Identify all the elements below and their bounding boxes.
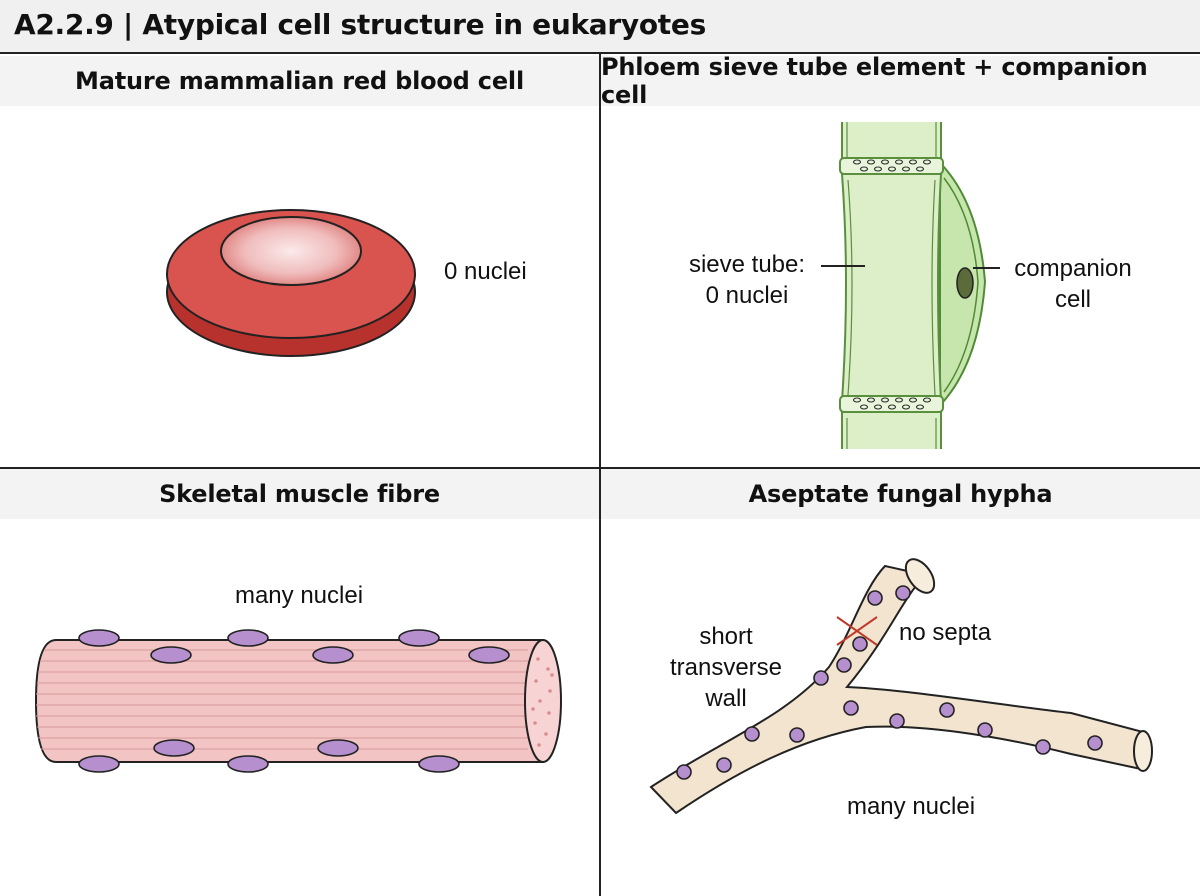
red-blood-cell: [166, 209, 416, 357]
phloem-illustration: [821, 122, 1000, 449]
hypha-nuclei-label: many nuclei: [846, 793, 976, 820]
hypha-illustration: [649, 558, 1153, 815]
companion-cell-label: companion cell: [1003, 253, 1143, 315]
panel-header: Skeletal muscle fibre: [0, 469, 599, 519]
hypha-nucleus: [676, 764, 692, 780]
hypha-tip-upper: [904, 558, 936, 594]
panel-red-blood-cell: Mature mammalian red blood cell 0 nuclei: [0, 56, 599, 467]
muscle-nucleus: [150, 646, 192, 664]
transverse-wall-label-line1: short: [699, 623, 753, 650]
muscle-nuclei: [78, 629, 510, 773]
hypha-nucleus: [939, 702, 955, 718]
red-blood-cell-illustration: [166, 209, 416, 357]
hypha-nucleus: [789, 727, 805, 743]
panel-skeletal-muscle: Skeletal muscle fibre many nuclei: [0, 469, 599, 896]
hypha-nucleus: [1035, 739, 1051, 755]
fungal-hypha: [649, 558, 1153, 815]
muscle-nucleus: [153, 739, 195, 757]
no-septa-cross: [836, 616, 878, 646]
muscle-fibre-illustration: [34, 629, 562, 773]
muscle-nuclei-label: many nuclei: [234, 582, 364, 609]
hypha-nucleus: [867, 590, 883, 606]
panel-header: Phloem sieve tube element + companion ce…: [601, 53, 1200, 109]
no-septa-label: no septa: [899, 619, 992, 646]
horizontal-divider: [0, 467, 1200, 469]
hypha-nucleus: [895, 585, 911, 601]
hypha-nucleus: [744, 726, 760, 742]
transverse-wall-label: short transverse wall: [647, 621, 805, 714]
panel-fungal-hypha: Aseptate fungal hypha: [601, 469, 1200, 896]
panel-header: Mature mammalian red blood cell: [0, 56, 599, 106]
panel-title: Aseptate fungal hypha: [748, 480, 1053, 508]
panel-title: Skeletal muscle fibre: [159, 480, 440, 508]
hypha-nucleus: [843, 700, 859, 716]
transverse-wall-label-line2: transverse: [669, 654, 783, 681]
page-title: A2.2.9 | Atypical cell structure in euka…: [14, 8, 706, 41]
companion-cell-label-line2: cell: [1054, 286, 1091, 313]
hypha-nucleus: [889, 713, 905, 729]
panel-header: Aseptate fungal hypha: [601, 469, 1200, 519]
sieve-tube-label-line2: 0 nuclei: [705, 282, 789, 309]
hypha-nuclei: [676, 585, 1103, 780]
companion-cell-label-line1: companion: [1014, 255, 1132, 282]
muscle-nucleus: [398, 629, 440, 647]
hypha-nucleus: [813, 670, 829, 686]
muscle-nucleus: [317, 739, 359, 757]
muscle-fibre: [34, 639, 562, 763]
hypha-nucleus: [716, 757, 732, 773]
sieve-tube-label: sieve tube: 0 nuclei: [677, 249, 817, 311]
hypha-nucleus: [977, 722, 993, 738]
hypha-nucleus: [1087, 735, 1103, 751]
rbc-nuclei-label: 0 nuclei: [444, 258, 527, 285]
vertical-divider: [599, 54, 601, 896]
companion-cell-nucleus: [956, 267, 974, 299]
panel-phloem: Phloem sieve tube element + companion ce…: [601, 53, 1200, 467]
muscle-nucleus: [227, 755, 269, 773]
muscle-nucleus: [468, 646, 510, 664]
sieve-tube-label-line1: sieve tube:: [688, 251, 806, 278]
muscle-nucleus: [312, 646, 354, 664]
muscle-nucleus: [418, 755, 460, 773]
panel-title: Mature mammalian red blood cell: [75, 67, 524, 95]
hypha-nucleus: [836, 657, 852, 673]
muscle-fibre-end: [524, 639, 562, 763]
lower-sieve-element: [841, 411, 942, 449]
muscle-nucleus: [78, 755, 120, 773]
lower-sieve-plate: [839, 395, 944, 413]
title-bar: A2.2.9 | Atypical cell structure in euka…: [0, 0, 1200, 54]
hypha-tip-right: [1133, 730, 1153, 772]
upper-sieve-plate: [839, 157, 944, 175]
sieve-tube-element: [840, 173, 943, 402]
companion-cell: [939, 164, 987, 404]
transverse-wall-label-line3: wall: [705, 685, 747, 712]
muscle-nucleus: [78, 629, 120, 647]
muscle-nucleus: [227, 629, 269, 647]
panel-title: Phloem sieve tube element + companion ce…: [601, 53, 1148, 109]
hypha-nucleus: [852, 636, 868, 652]
